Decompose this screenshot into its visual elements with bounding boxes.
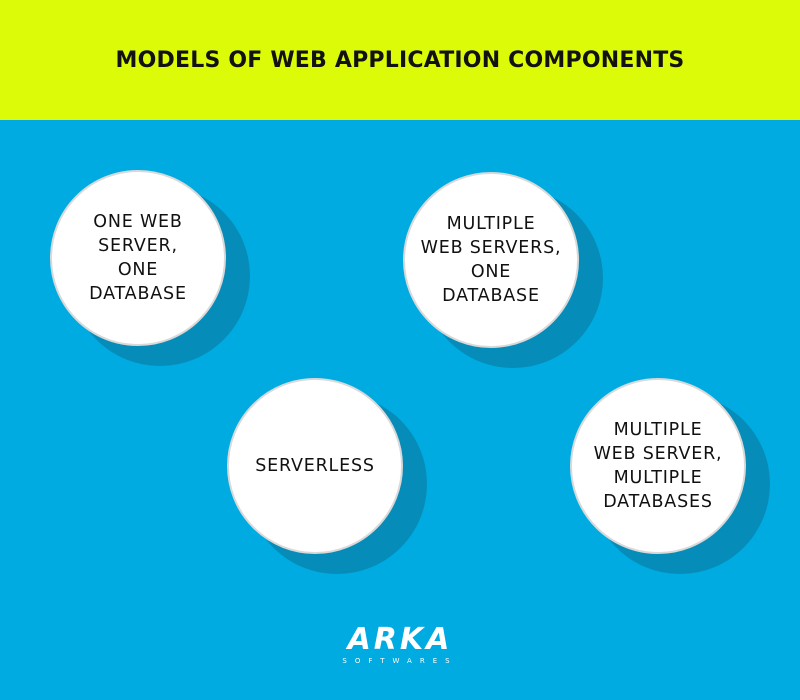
model-multi-servers-one-db: MULTIPLE WEB SERVERS, ONE DATABASE [403,172,603,368]
logo-tagline: SOFTWARES [342,657,458,665]
model-circle: SERVERLESS [227,378,403,554]
model-label: ONE WEB SERVER, ONE DATABASE [89,212,187,304]
model-one-server-one-db: ONE WEB SERVER, ONE DATABASE [50,170,250,366]
model-label: MULTIPLE WEB SERVERS, ONE DATABASE [420,214,562,306]
model-circle: MULTIPLE WEB SERVERS, ONE DATABASE [403,172,579,348]
model-label: SERVERLESS [255,456,375,476]
page-title: MODELS OF WEB APPLICATION COMPONENTS [115,47,685,73]
model-serverless: SERVERLESS [227,378,427,574]
model-circle: ONE WEB SERVER, ONE DATABASE [50,170,226,346]
brand-logo: ARKA SOFTWARES [325,625,475,675]
model-circle: MULTIPLE WEB SERVER, MULTIPLE DATABASES [570,378,746,554]
logo-wordmark: ARKA [347,622,453,657]
model-multi-server-multi-db: MULTIPLE WEB SERVER, MULTIPLE DATABASES [570,378,770,574]
model-label: MULTIPLE WEB SERVER, MULTIPLE DATABASES [593,420,723,512]
diagram-area: ONE WEB SERVER, ONE DATABASE MULTIPLE WE… [0,120,800,700]
header-banner: MODELS OF WEB APPLICATION COMPONENTS [0,0,800,120]
